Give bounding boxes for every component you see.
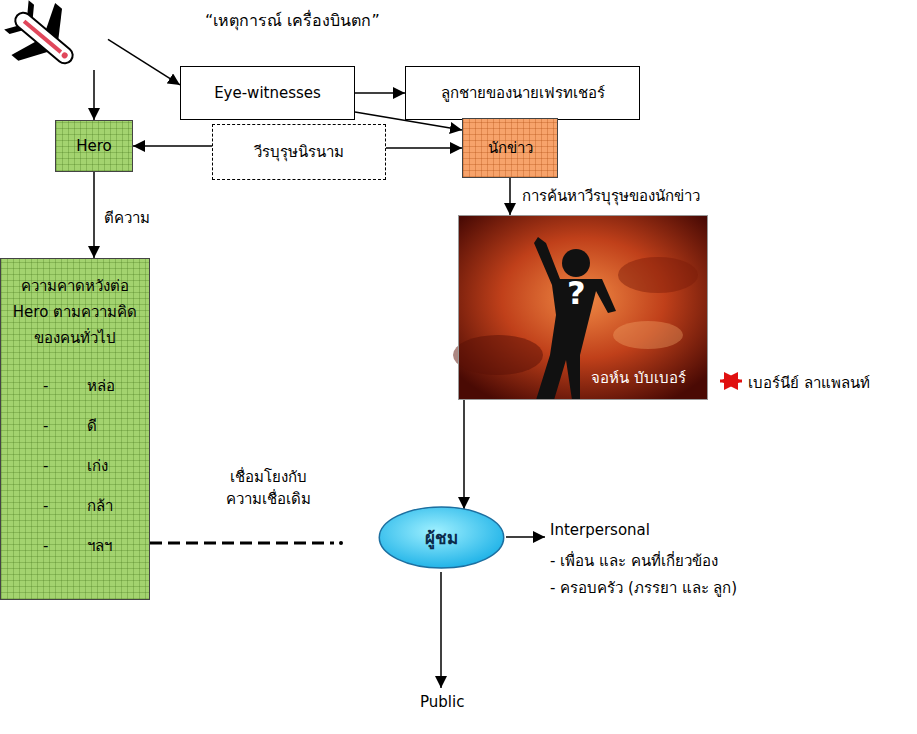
box-label: วีรบุรุษนิรนาม xyxy=(254,140,344,164)
hero-box: Hero xyxy=(55,120,133,172)
related-name: เบอร์นีย์ ลาแพลนท์ xyxy=(748,371,870,395)
arrow-connector xyxy=(133,145,212,147)
audience-ellipse: ผู้ชม xyxy=(378,505,505,570)
channel-heading: Interpersonal xyxy=(550,521,650,539)
box-label: นักข่าว xyxy=(488,136,533,160)
box-label: Hero xyxy=(76,137,112,155)
expectation-box: ความคาดหวังต่อ Hero ตามความคิดของคนทั่วไ… xyxy=(0,258,150,600)
arrow-connector xyxy=(463,400,465,509)
photo-box: ? จอห์น บับเบอร์ xyxy=(458,215,708,400)
box-label: ลูกชายของนายเฟรทเชอร์ xyxy=(441,81,605,105)
ellipse-outline xyxy=(379,507,503,568)
airplane-icon xyxy=(0,0,93,87)
process-box: ลูกชายของนายเฟรทเชอร์ xyxy=(405,66,640,120)
box-label: Eye-witnesses xyxy=(214,84,321,102)
arrow-connector xyxy=(108,39,180,85)
reporter-box: นักข่าว xyxy=(462,118,558,178)
arrow-connector xyxy=(386,147,462,149)
double-arrow xyxy=(720,380,742,383)
list-text: - หล่อ xyxy=(9,373,141,399)
dashed-box: วีรบุรุษนิรนาม xyxy=(212,124,386,180)
channel-heading: Public xyxy=(420,693,464,711)
edge-label: การค้นหาวีรบุรุษของนักข่าว xyxy=(520,184,702,208)
ellipse-label: ผู้ชม xyxy=(425,524,458,551)
photo-illustration xyxy=(453,215,708,400)
process-box: Eye-witnesses xyxy=(180,66,355,120)
channel-item: - ครอบครัว (ภรรยา และ ลูก) xyxy=(550,576,737,600)
arrow-connector xyxy=(93,70,95,120)
arrow-connector xyxy=(355,92,405,94)
dashed-link xyxy=(150,542,334,545)
public-arrow xyxy=(440,572,442,688)
photo-caption: ? xyxy=(567,274,586,312)
list-text: - ฯลฯ xyxy=(9,533,141,559)
event-icon: “เหตุการณ์ เครื่องบินตก” xyxy=(8,2,108,70)
channel-item: - เพื่อน และ คนที่เกี่ยวข้อง xyxy=(550,549,718,573)
arrow-connector xyxy=(509,178,511,215)
photo-caption: จอห์น บับเบอร์ xyxy=(591,366,686,390)
list-text: - ดี xyxy=(9,413,141,439)
edge-label: ตีความ xyxy=(102,206,152,230)
interpersonal-arrow xyxy=(506,536,545,538)
dashed-link-dot xyxy=(339,541,343,545)
list-text: - กล้า xyxy=(9,493,141,519)
list-text: - เก่ง xyxy=(9,453,141,479)
belief-note: เชื่อมโยงกับ ความเชื่อเดิม xyxy=(218,466,318,510)
arrow-connector xyxy=(93,172,95,258)
list-text: ความคาดหวังต่อ Hero ตามความคิดของคนทั่วไ… xyxy=(9,273,141,351)
event-caption: “เหตุการณ์ เครื่องบินตก” xyxy=(205,8,380,33)
